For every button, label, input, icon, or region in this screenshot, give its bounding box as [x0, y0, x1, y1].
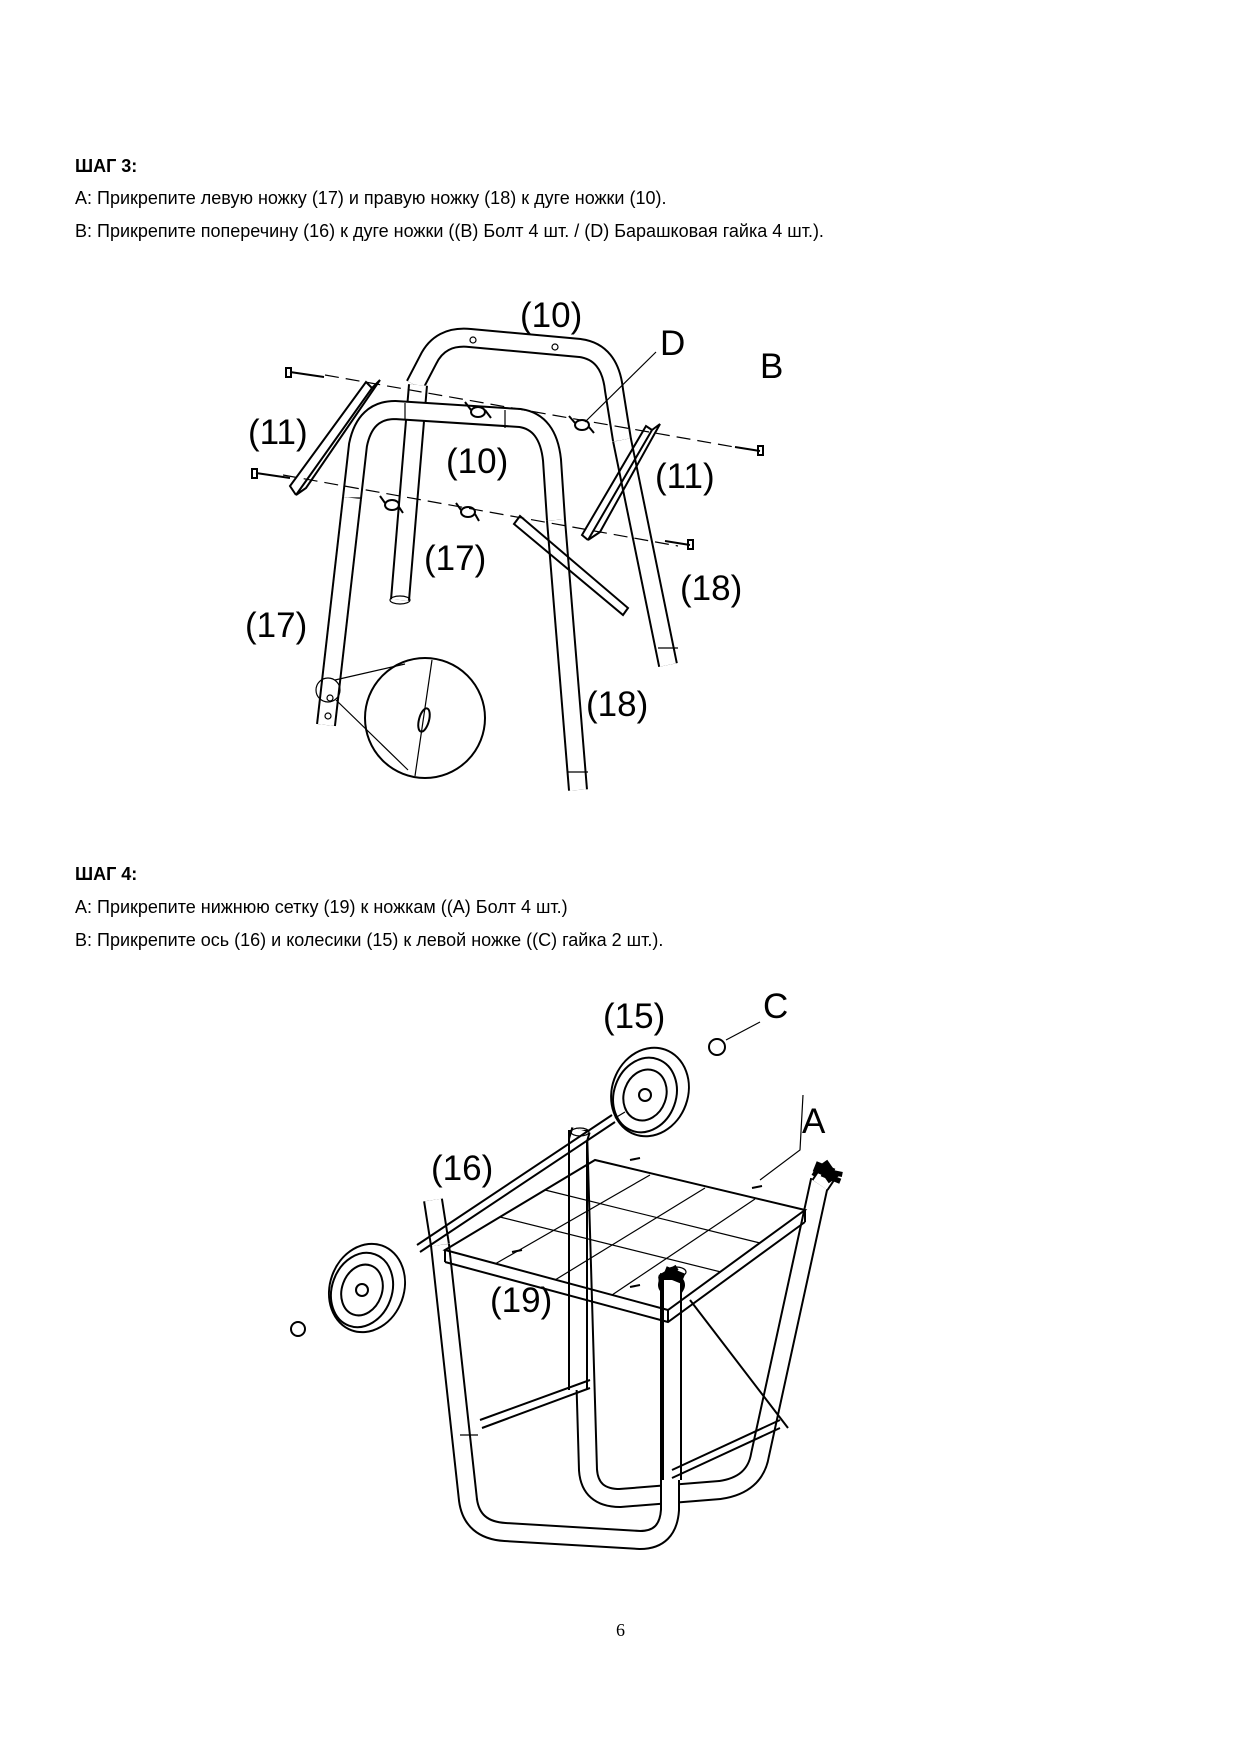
bolt-icon [511, 1094, 804, 1288]
lower-grid-19 [442, 1158, 808, 1324]
front-right-leg-18 [546, 519, 588, 791]
label-wing-nut: D [660, 324, 685, 363]
step4-instruction-b: B: Прикрепите ось (16) и колесики (15) к… [75, 930, 664, 950]
label-front-left-leg: (17) [245, 606, 307, 645]
step4-title: ШАГ 4: [75, 864, 138, 884]
step3-title: ШАГ 3: [75, 156, 138, 176]
wing-nut-icon [379, 351, 657, 522]
label-nut: C [763, 987, 788, 1026]
step3-instruction-a: A: Прикрепите левую ножку (17) и правую … [75, 188, 667, 208]
left-bracket-11 [288, 379, 381, 496]
front-left-leg-17 [316, 496, 362, 727]
bolt-icon [251, 367, 764, 550]
step3-instruction-b: B: Прикрепите поперечину (16) к дуге нож… [75, 221, 824, 241]
label-right-bracket: (11) [655, 457, 715, 496]
label-back-right-leg: (18) [680, 569, 742, 608]
label-left-bracket: (11) [248, 413, 308, 452]
back-leg-arch [406, 327, 632, 442]
page-number: 6 [616, 1620, 625, 1640]
crossbar [512, 514, 630, 617]
label-wheel: (15) [603, 997, 665, 1036]
label-bolt: B [760, 347, 783, 386]
back-left-upright [568, 1127, 591, 1390]
nut-icon [290, 1021, 761, 1337]
label-bolt-a: A [802, 1102, 826, 1141]
wheel-icon [327, 1046, 690, 1334]
label-back-left-leg: (17) [424, 539, 486, 578]
back-right-upright [811, 1159, 843, 1191]
step4-instruction-a: A: Прикрепите нижнюю сетку (19) к ножкам… [75, 897, 568, 917]
label-front-arch: (10) [446, 442, 508, 481]
front-right-upright [662, 1266, 687, 1480]
assembly-lines [282, 374, 741, 547]
frame-cross-bars [479, 1299, 789, 1479]
detail-magnifier [315, 657, 486, 779]
front-leg-arch [342, 400, 566, 521]
label-back-arch: (10) [520, 296, 582, 335]
step3-diagram: (10) D B (11) (10) (11) (17) (18) (17) (… [245, 296, 783, 791]
label-axle: (16) [431, 1149, 493, 1188]
label-front-right-leg: (18) [586, 685, 648, 724]
label-grid: (19) [490, 1281, 552, 1320]
step4-diagram: (15) C A (16) (19) [290, 987, 843, 1550]
